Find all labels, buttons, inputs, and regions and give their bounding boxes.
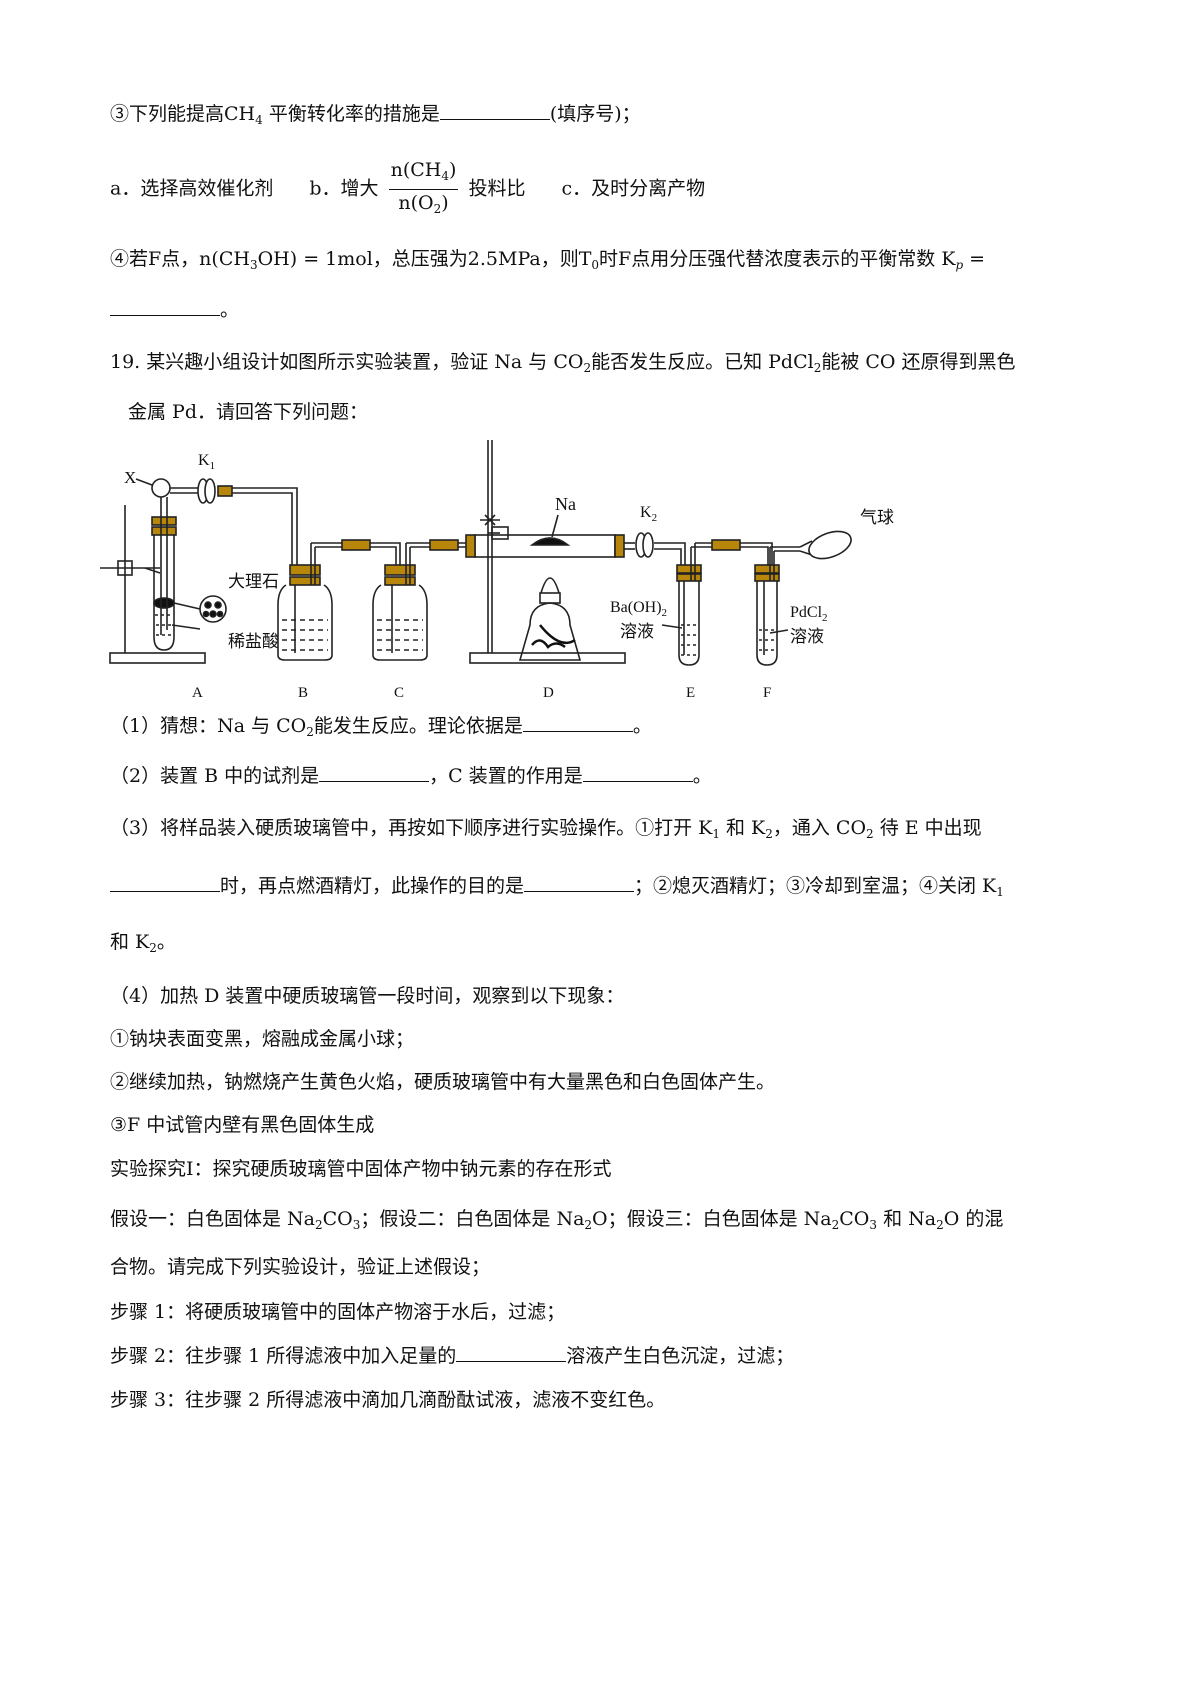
letter-c: C (394, 685, 404, 701)
option-a: a．选择高效催化剂 (110, 177, 274, 200)
letter-b: B (298, 685, 308, 701)
letter-e: E (686, 685, 695, 701)
letter-d: D (543, 685, 554, 701)
bottle-c: C (372, 542, 430, 701)
fraction-denominator: n(O2) (398, 192, 449, 216)
label-na: Na (555, 494, 576, 514)
ratio-fraction: n(CH4) n(O2) (388, 157, 459, 222)
bottle-b: B (277, 542, 342, 701)
q19-part4: （4）加热 D 装置中硬质玻璃管一段时间，观察到以下现象： (110, 985, 625, 1007)
option-c: c．及时分离产物 (561, 177, 706, 200)
apparatus-diagram: X 大理石 稀盐酸 A K1 B (100, 440, 894, 701)
q19-hypotheses: 假设一：白色固体是 Na2CO3；假设二：白色固体是 Na2O；假设三：白色固体… (110, 1208, 1004, 1232)
label-pdcl2: PdCl2 (790, 604, 828, 624)
tube-f: PdCl2 溶液 F (754, 546, 828, 701)
label-solution-e: 溶液 (620, 622, 654, 641)
k1-clamp: K1 (197, 452, 233, 504)
apparatus-a: X 大理石 稀盐酸 A (100, 468, 279, 701)
label-baoh2: Ba(OH)2 (610, 599, 667, 619)
text: CH (224, 103, 256, 125)
label-balloon: 气球 (860, 508, 894, 527)
q19-intro-line2: 金属 Pd．请回答下列问题： (128, 401, 368, 423)
letter-f: F (763, 685, 771, 701)
q18-item4-answer: 。 (110, 296, 239, 324)
answer-blank[interactable] (524, 873, 635, 892)
k2-clamp: K2 (635, 504, 657, 558)
q19-intro-line1: 19. 某兴趣小组设计如图所示实验装置，验证 Na 与 CO2能否发生反应。已知… (110, 351, 1016, 375)
q18-item3: ③下列能提高CH4 平衡转化率的措施是 (填序号)； (110, 100, 641, 134)
label-x: X (124, 468, 136, 487)
tube-e: Ba(OH)2 溶液 E (610, 542, 712, 701)
letter-a: A (192, 685, 203, 701)
answer-blank[interactable] (439, 101, 550, 120)
q19-hypotheses-line2: 合物。请完成下列实验设计，验证上述假设； (110, 1256, 491, 1278)
label-marble: 大理石 (228, 572, 279, 591)
q19-part3-line3: 和 K2。 (110, 931, 176, 955)
answer-blank[interactable] (456, 1343, 567, 1362)
answer-blank[interactable] (110, 297, 220, 316)
q19-part1: （1）猜想：Na 与 CO2能发生反应。理论依据是。 (110, 713, 652, 739)
label-k1: K1 (198, 452, 215, 472)
answer-blank[interactable] (319, 763, 430, 782)
q19-step1: 步骤 1：将硬质玻璃管中的固体产物溶于水后，过滤； (110, 1301, 566, 1323)
q19-exploration: 实验探究Ⅰ：探究硬质玻璃管中固体产物中钠元素的存在形式 (110, 1158, 612, 1180)
answer-blank[interactable] (582, 763, 693, 782)
text: ③下列能提高 (110, 103, 225, 125)
text: 平衡转化率的措施是 (268, 103, 440, 125)
q19-step3: 步骤 3：往步骤 2 所得滤液中滴加几滴酚酞试液，滤液不变红色。 (110, 1389, 666, 1411)
apparatus-d: Na D (465, 440, 635, 701)
q19-observation-2: ②继续加热，钠燃烧产生黄色火焰，硬质玻璃管中有大量黑色和白色固体产生。 (110, 1071, 776, 1093)
label-hcl: 稀盐酸 (228, 632, 279, 651)
q19-observation-1: ①钠块表面变黑，熔融成金属小球； (110, 1028, 415, 1050)
q18-options: a．选择高效催化剂 b．增大 n(CH4) n(O2) 投料比 c．及时分离产物 (110, 157, 705, 222)
q19-part2: （2）装置 B 中的试剂是，C 装置的作用是。 (110, 763, 712, 787)
subscript: 4 (255, 113, 263, 127)
q19-part3-line2: 时，再点燃酒精灯，此操作的目的是；②熄灭酒精灯；③冷却到室温；④关闭 K1 (110, 872, 1004, 906)
option-b-suffix: 投料比 (468, 177, 526, 200)
balloon: 气球 (799, 508, 894, 560)
answer-blank[interactable] (110, 873, 220, 892)
label-solution-f: 溶液 (790, 627, 824, 646)
text: (填序号)； (549, 103, 641, 125)
answer-blank[interactable] (522, 713, 633, 732)
q18-item4: ④若F点，n(CH3OH) = 1mol，总压强为2.5MPa，则T0时F点用分… (110, 248, 986, 272)
label-k2: K2 (640, 504, 657, 524)
fraction-numerator: n(CH4) (388, 157, 459, 190)
q19-step2: 步骤 2：往步骤 1 所得滤液中加入足量的溶液产生白色沉淀，过滤； (110, 1343, 795, 1367)
option-b-prefix: b．增大 (309, 177, 379, 200)
q19-observation-3: ③F 中试管内壁有黑色固体生成 (110, 1114, 375, 1136)
q19-part3-line1: （3）将样品装入硬质玻璃管中，再按如下顺序进行实验操作。①打开 K1 和 K2，… (110, 817, 982, 841)
